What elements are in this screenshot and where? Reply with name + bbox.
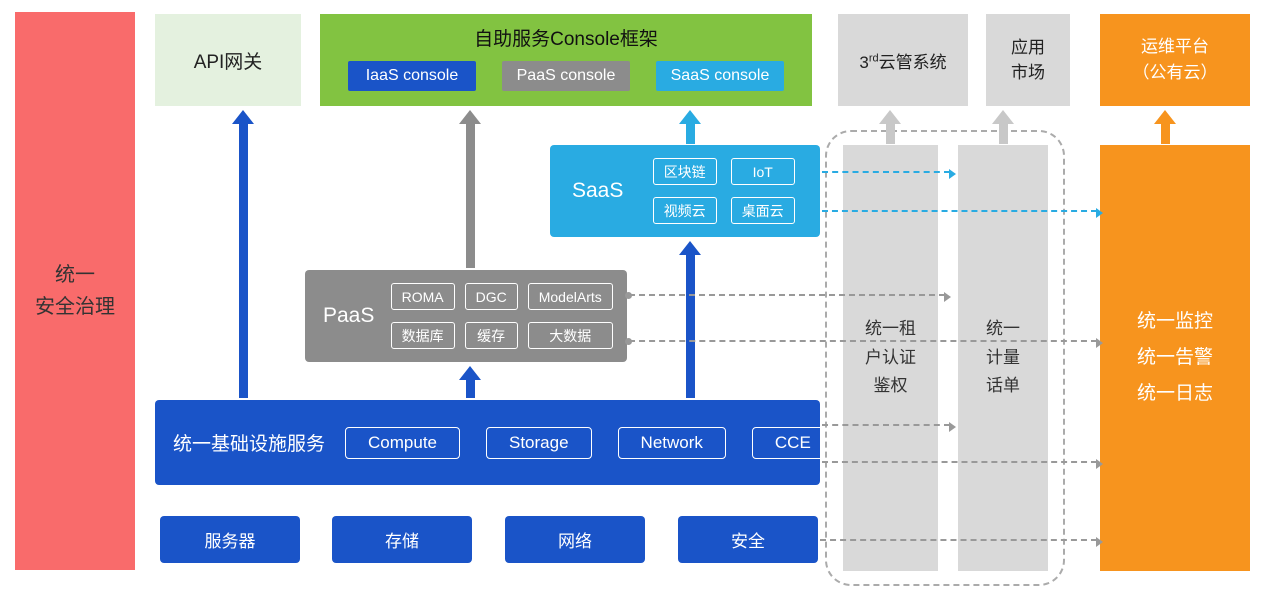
saas-items: 区块链 IoT 视频云 桌面云 <box>639 158 808 224</box>
infra-item-network: Network <box>617 426 726 459</box>
unified-security-governance-bar: 统一 安全治理 <box>15 12 135 570</box>
infrastructure-items: Compute Storage Network CCE <box>345 426 834 459</box>
arrow-infra-to-saas <box>679 241 701 398</box>
unified-tenant-auth-bar: 统一租 户认证 鉴权 <box>843 145 938 571</box>
unified-services-dashed-frame <box>825 130 1065 586</box>
connector-infra-to-auth <box>822 422 956 432</box>
infrastructure-label: 统一基础设施服务 <box>173 434 326 455</box>
saas-item-iot: IoT <box>730 158 795 185</box>
paas-item-cache: 缓存 <box>464 322 518 349</box>
hw-storage-box: 存储 <box>332 516 472 563</box>
third-cloud-prefix: 3 <box>859 52 869 72</box>
api-gateway-box: API网关 <box>155 14 301 106</box>
unified-metering-bar: 统一 计量 话单 <box>958 145 1048 571</box>
third-party-cloud-mgmt-box: 3rd云管系统 <box>838 14 968 106</box>
arrow-metering-to-app-market <box>992 110 1014 144</box>
paas-item-modelarts: ModelArts <box>527 283 613 310</box>
console-framework-title: 自助服务Console框架 <box>474 29 658 50</box>
app-market-box: 应用 市场 <box>986 14 1070 106</box>
arrow-ops-to-om-platform <box>1154 110 1176 144</box>
api-gateway-label: API网关 <box>193 51 263 73</box>
paas-box: PaaS ROMA DGC ModelArts 数据库 缓存 大数据 <box>305 270 627 362</box>
unified-security-governance-label: 统一 安全治理 <box>35 264 115 318</box>
third-cloud-superscript: rd <box>868 51 879 64</box>
arrow-infra-to-api-gateway <box>232 110 254 398</box>
om-platform-box: 运维平台 （公有云） <box>1100 14 1250 106</box>
saas-item-blockchain: 区块链 <box>652 158 717 185</box>
third-cloud-suffix: 云管系统 <box>878 52 947 72</box>
hw-security-box: 安全 <box>678 516 818 563</box>
saas-item-video-cloud: 视频云 <box>652 197 717 224</box>
unified-ops-bar: 统一监控 统一告警 统一日志 <box>1100 145 1250 571</box>
connector-paas-to-ops <box>625 338 1103 348</box>
console-chip-row: IaaS console PaaS console SaaS console <box>348 61 784 91</box>
paas-item-roma: ROMA <box>390 283 455 310</box>
infra-item-storage: Storage <box>486 426 592 459</box>
connector-paas-to-auth <box>625 292 951 302</box>
hw-server-box: 服务器 <box>160 516 300 563</box>
infra-item-compute: Compute <box>345 426 460 459</box>
infrastructure-box: 统一基础设施服务 Compute Storage Network CCE <box>155 400 834 485</box>
connector-saas-to-ops <box>822 208 1103 218</box>
saas-label: SaaS <box>572 179 624 202</box>
console-framework-box: 自助服务Console框架 IaaS console PaaS console … <box>320 14 812 106</box>
paas-item-dgc: DGC <box>464 283 518 310</box>
paas-item-database: 数据库 <box>390 322 455 349</box>
paas-item-bigdata: 大数据 <box>527 322 613 349</box>
arrow-infra-to-paas <box>459 366 481 398</box>
saas-console-chip: SaaS console <box>656 61 784 91</box>
connector-hw-security-to-ops <box>820 537 1103 547</box>
third-party-cloud-mgmt-label: 3rd云管系统 <box>859 48 946 73</box>
app-market-label: 应用 市场 <box>1011 37 1045 83</box>
saas-box: SaaS 区块链 IoT 视频云 桌面云 <box>550 145 820 237</box>
iaas-console-chip: IaaS console <box>348 61 476 91</box>
paas-items: ROMA DGC ModelArts 数据库 缓存 大数据 <box>386 283 617 349</box>
connector-saas-to-metering <box>822 169 956 179</box>
arrow-paas-to-console <box>459 110 481 268</box>
arrow-saas-to-console <box>679 110 701 144</box>
arrow-auth-to-third-cloud <box>879 110 901 144</box>
saas-item-desktop-cloud: 桌面云 <box>730 197 795 224</box>
paas-console-chip: PaaS console <box>502 61 630 91</box>
paas-label: PaaS <box>323 304 375 327</box>
infra-item-cce: CCE <box>751 426 834 459</box>
om-platform-label: 运维平台 （公有云） <box>1132 36 1218 82</box>
connector-infra-to-ops <box>822 459 1103 469</box>
hw-network-box: 网络 <box>505 516 645 563</box>
